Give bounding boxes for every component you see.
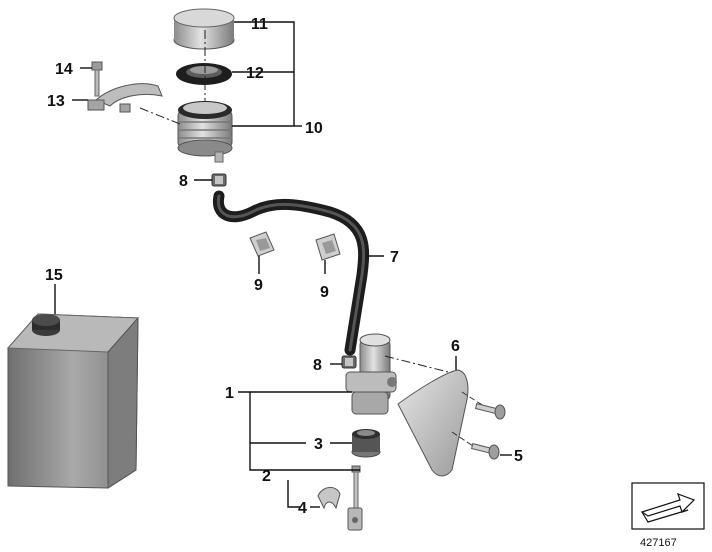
arrow-icon (640, 492, 696, 523)
leader-lines (54, 21, 512, 508)
callout-10: 10 (305, 120, 323, 137)
reservoir-cap-part (173, 8, 235, 50)
callout-labels: 11 12 10 14 13 8 9 9 7 15 8 6 1 3 5 2 4 (45, 16, 523, 517)
callout-14: 14 (55, 61, 73, 78)
brake-hose-part (212, 190, 370, 356)
brake-fluid-can-part (6, 313, 140, 489)
callout-9-left: 9 (254, 277, 263, 294)
callout-3: 3 (314, 436, 323, 453)
callout-13: 13 (47, 93, 65, 110)
callout-8-upper: 8 (179, 173, 188, 190)
callout-9-right: 9 (320, 284, 329, 301)
reservoir-body-part (177, 101, 233, 163)
reference-box: 427167 (631, 482, 705, 549)
axis-line-cylinder (384, 355, 449, 373)
callout-6: 6 (451, 338, 460, 355)
callout-8-lower: 8 (313, 357, 322, 374)
master-cylinder-part (345, 333, 397, 415)
callout-5: 5 (514, 448, 523, 465)
reference-number: 427167 (640, 537, 677, 549)
cover-plate-part (397, 369, 469, 477)
hose-clamp-upper-part (211, 173, 227, 187)
screw-part-14 (91, 61, 103, 97)
hose-holder-right-part (315, 233, 341, 261)
screw-part-5-lower (451, 431, 500, 460)
callout-15: 15 (45, 267, 63, 284)
hose-clamp-lower-part (341, 355, 357, 369)
hose-holder-left-part (249, 231, 275, 257)
callout-7: 7 (390, 249, 399, 266)
seal-ring-part (176, 63, 232, 85)
callout-11: 11 (251, 16, 268, 33)
retaining-clip-part (317, 487, 341, 510)
callout-2: 2 (262, 468, 271, 485)
axis-line-bracket (139, 107, 181, 125)
callout-12: 12 (246, 65, 264, 82)
mounting-bracket-part (87, 83, 163, 113)
screw-part-5-upper (461, 391, 506, 420)
push-rod-part (347, 465, 363, 531)
callout-1: 1 (225, 385, 234, 402)
dust-boot-part (351, 429, 381, 458)
callout-4: 4 (298, 500, 307, 517)
